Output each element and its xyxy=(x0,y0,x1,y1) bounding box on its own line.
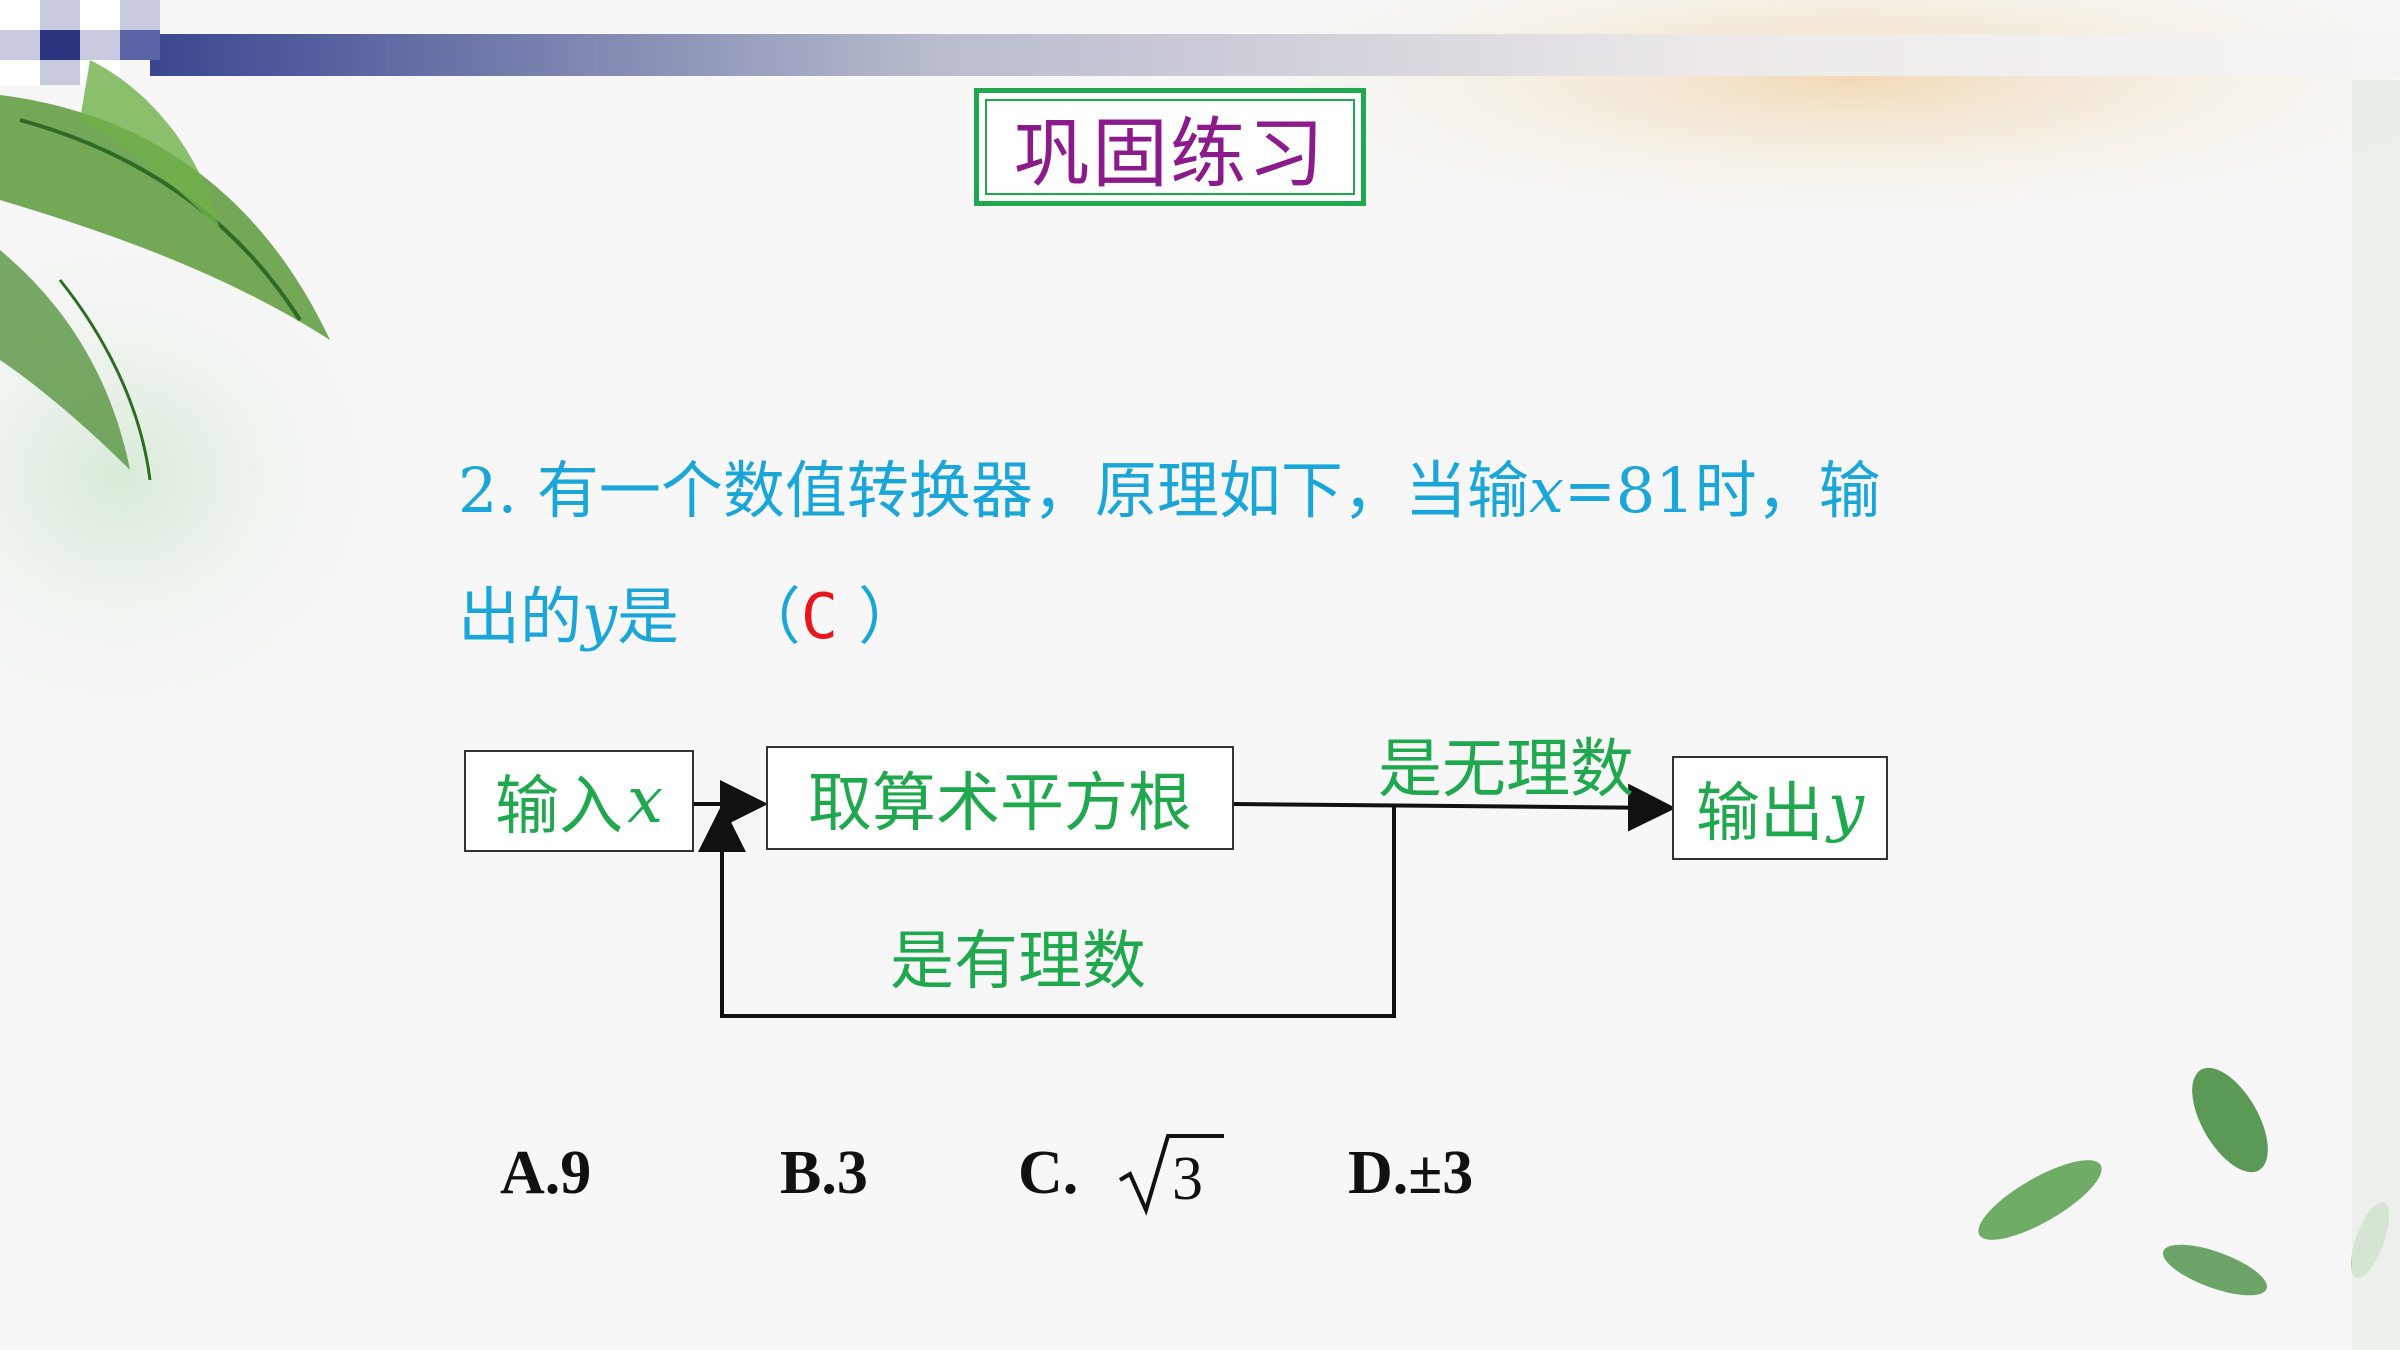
output-variable: y xyxy=(1827,771,1865,845)
option-a: A.9 xyxy=(500,1138,591,1209)
question-text: 是 xyxy=(617,580,680,653)
irrational-label: 是无理数 xyxy=(1378,733,1634,807)
option-b-label: B. xyxy=(780,1139,837,1207)
option-b: B.3 xyxy=(780,1138,868,1209)
option-c-value: 3 xyxy=(1172,1145,1203,1213)
checker-decoration xyxy=(0,0,160,85)
variable-x: x xyxy=(1528,454,1564,527)
question-line-2: 出的y是 （C ） xyxy=(458,566,920,656)
option-d-label: D. xyxy=(1348,1139,1409,1207)
option-a-label: A. xyxy=(500,1139,561,1207)
leaf-decoration xyxy=(0,60,330,481)
option-c-label: C. xyxy=(1018,1139,1079,1207)
option-a-value: 9 xyxy=(560,1139,592,1207)
slide-title-box: 巩固练习 xyxy=(974,88,1366,206)
paren-close: ） xyxy=(858,580,921,653)
feedback-loop-line xyxy=(698,804,1396,1018)
rational-label: 是有理数 xyxy=(890,925,1146,999)
option-c: C. xyxy=(1018,1138,1078,1209)
question-line-1: 2. 有一个数值转换器，原理如下，当输x=81时，输 xyxy=(458,440,1881,530)
process-label: 取算术平方根 xyxy=(808,767,1192,841)
slide-title: 巩固练习 xyxy=(985,99,1355,198)
top-gradient-bar xyxy=(150,34,2400,76)
option-b-value: 3 xyxy=(836,1139,868,1207)
sqrt-process-box: 取算术平方根 xyxy=(766,746,1234,850)
paren-open: （ xyxy=(738,580,801,653)
answer-text: C xyxy=(800,580,839,653)
variable-y: y xyxy=(582,580,618,653)
question-text: 出的 xyxy=(458,580,583,653)
sqrt-symbol-icon xyxy=(1118,1134,1224,1216)
output-label: 输出 xyxy=(1695,777,1824,851)
arrow-icon xyxy=(1233,783,1676,832)
option-d-value: ±3 xyxy=(1408,1139,1474,1207)
input-label: 输入 xyxy=(494,770,623,844)
option-d: D.±3 xyxy=(1348,1138,1473,1209)
question-text: =81时，输 xyxy=(1563,454,1881,527)
question-text: 2. 有一个数值转换器，原理如下，当输 xyxy=(458,454,1529,527)
input-variable: x xyxy=(626,764,664,838)
